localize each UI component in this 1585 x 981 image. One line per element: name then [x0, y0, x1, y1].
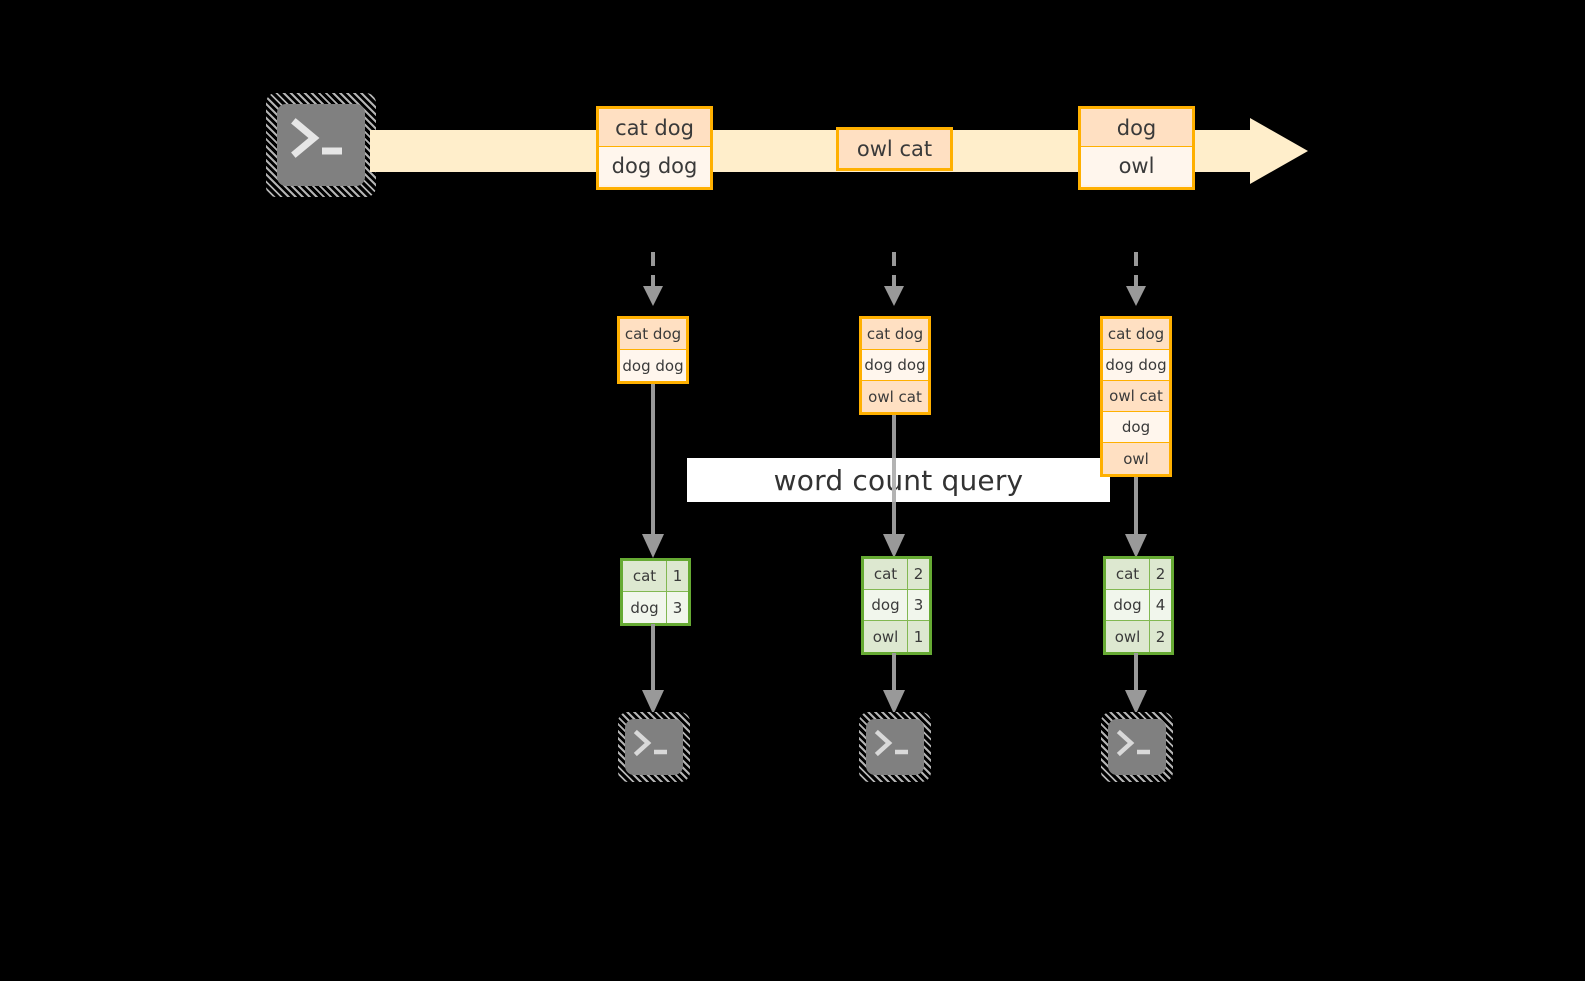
stream-record-line: owl — [1081, 147, 1192, 185]
terminal-prompt-glyph — [633, 729, 667, 757]
table-cell-word: dog — [1106, 590, 1150, 620]
result-table-2: cat 2 dog 3 owl 1 — [861, 556, 932, 655]
stream-record-1: cat dog dog dog — [596, 106, 713, 190]
table-cell-word: cat — [864, 559, 908, 589]
table-cell-count: 3 — [908, 590, 929, 620]
table-cell-count: 1 — [908, 621, 929, 652]
table-row: owl 2 — [1106, 621, 1171, 652]
stream-record-3: dog owl — [1078, 106, 1195, 190]
table-cell-count: 2 — [908, 559, 929, 589]
table-cell-word: dog — [623, 592, 667, 623]
result-to-sink-arrow-1 — [642, 624, 664, 714]
sink-terminal-icon-1 — [618, 712, 690, 782]
terminal-prompt-glyph — [1116, 729, 1150, 757]
stream-record-line: dog dog — [599, 147, 710, 185]
snapshot-line: owl cat — [1103, 381, 1169, 412]
table-cell-count: 2 — [1150, 559, 1171, 589]
stream-record-line: dog — [1081, 109, 1192, 147]
table-row: cat 1 — [623, 561, 688, 592]
table-cell-count: 2 — [1150, 621, 1171, 652]
terminal-face — [1108, 719, 1166, 775]
snapshot-to-result-arrow-1 — [642, 382, 664, 558]
table-cell-word: cat — [623, 561, 667, 591]
terminal-face — [866, 719, 924, 775]
table-row: cat 2 — [864, 559, 929, 590]
snapshot-line: dog dog — [1103, 350, 1169, 381]
table-cell-count: 3 — [667, 592, 688, 623]
snapshot-line: owl — [1103, 443, 1169, 474]
snapshot-stack-1: cat dog dog dog — [617, 316, 689, 384]
stream-record-2: owl cat — [836, 127, 953, 171]
result-table-1: cat 1 dog 3 — [620, 558, 691, 626]
snapshot-line: cat dog — [862, 319, 928, 350]
terminal-face — [625, 719, 683, 775]
snapshot-line: cat dog — [620, 319, 686, 350]
stream-record-line: cat dog — [599, 109, 710, 147]
stream-to-snapshot-arrow-1 — [643, 252, 663, 306]
table-cell-count: 1 — [667, 561, 688, 591]
stream-record-line: owl cat — [839, 130, 950, 168]
table-row: dog 3 — [864, 590, 929, 621]
stream-to-snapshot-arrow-2 — [884, 252, 904, 306]
snapshot-to-result-arrow-2-overlay — [892, 458, 896, 502]
table-cell-word: owl — [1106, 621, 1150, 652]
query-label: word count query — [687, 458, 1110, 502]
table-cell-word: owl — [864, 621, 908, 652]
result-to-sink-arrow-2 — [883, 653, 905, 714]
snapshot-line: cat dog — [1103, 319, 1169, 350]
result-to-sink-arrow-3 — [1125, 653, 1147, 714]
table-cell-word: dog — [864, 590, 908, 620]
snapshot-stack-2: cat dog dog dog owl cat — [859, 316, 931, 415]
snapshot-line: dog — [1103, 412, 1169, 443]
table-cell-word: cat — [1106, 559, 1150, 589]
stream-to-snapshot-arrow-3 — [1126, 252, 1146, 306]
snapshot-line: owl cat — [862, 381, 928, 412]
result-table-3: cat 2 dog 4 owl 2 — [1103, 556, 1174, 655]
snapshot-line: dog dog — [862, 350, 928, 381]
snapshot-to-result-arrow-3 — [1125, 474, 1147, 558]
table-cell-count: 4 — [1150, 590, 1171, 620]
terminal-prompt-glyph — [291, 118, 342, 158]
sink-terminal-icon-2 — [859, 712, 931, 782]
source-terminal-icon — [266, 93, 376, 197]
table-row: dog 3 — [623, 592, 688, 623]
terminal-prompt-glyph — [874, 729, 908, 757]
table-row: cat 2 — [1106, 559, 1171, 590]
snapshot-line: dog dog — [620, 350, 686, 381]
terminal-face — [277, 104, 365, 186]
sink-terminal-icon-3 — [1101, 712, 1173, 782]
table-row: owl 1 — [864, 621, 929, 652]
snapshot-stack-3: cat dog dog dog owl cat dog owl — [1100, 316, 1172, 477]
table-row: dog 4 — [1106, 590, 1171, 621]
